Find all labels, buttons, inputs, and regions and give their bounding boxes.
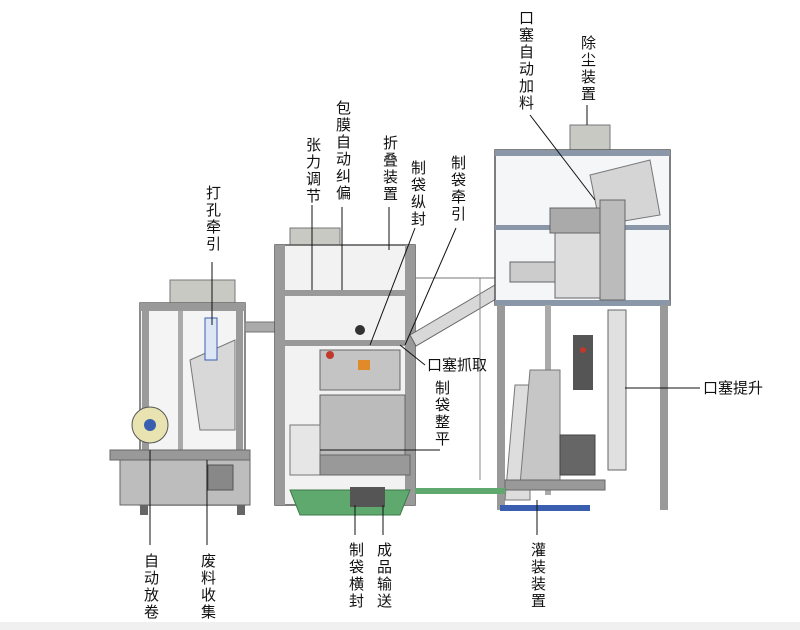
label-waste-collect: 废料收集: [199, 553, 217, 621]
label-plug-lift: 口塞提升: [703, 379, 764, 397]
label-product-convey: 成品输送: [375, 542, 393, 610]
label-dust-removal: 除尘装置: [579, 35, 597, 103]
label-folding: 折叠装置: [381, 135, 399, 203]
label-bag-pull: 制袋牵引: [449, 155, 467, 223]
label-auto-unwind: 自动放卷: [142, 553, 160, 621]
right-unit: [415, 124, 671, 511]
bottom-bar: [0, 622, 800, 630]
left-unit: [109, 279, 278, 515]
middle-unit: [274, 227, 416, 516]
label-plug-grab: 口塞抓取: [427, 356, 488, 374]
leader-lines: [149, 105, 700, 545]
label-punch-pull: 打孔牵引: [204, 185, 222, 253]
plug-conveyor: [409, 277, 509, 480]
label-vertical-seal: 制袋纵封: [409, 160, 427, 228]
label-film-correction: 包膜自动纠偏: [334, 100, 352, 202]
label-filling: 灌装装置: [529, 542, 547, 610]
label-tension: 张力调节: [304, 137, 322, 205]
label-horizontal-seal: 制袋横封: [347, 542, 365, 610]
label-plug-feeding: 口塞自动加料: [517, 10, 535, 112]
label-bag-flatten: 制袋整平: [433, 380, 451, 448]
